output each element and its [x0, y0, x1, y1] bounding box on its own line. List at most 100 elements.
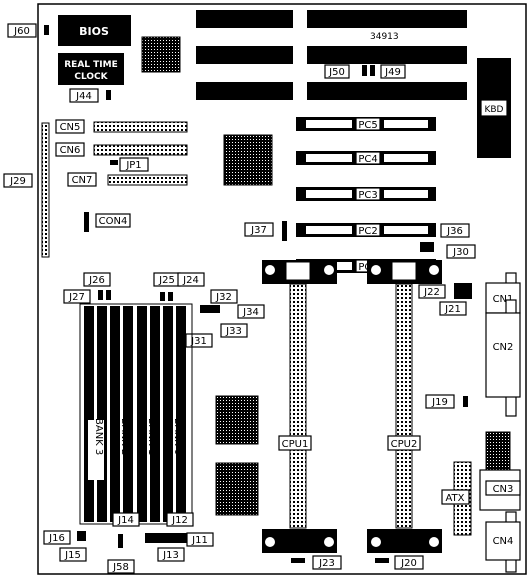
jumper-j34: J34 [200, 304, 265, 319]
svg-text:BANK 2: BANK 2 [119, 418, 130, 455]
memory-bank-1: BANK 1 [137, 306, 160, 522]
jumper-j14: J14 [112, 512, 140, 527]
pci-slot-pc2: PC2 [296, 223, 436, 237]
jumper-j30: J30 [420, 242, 476, 259]
svg-text:PC4: PC4 [358, 154, 377, 165]
isa-slot-1-right [307, 10, 467, 28]
svg-text:J30: J30 [452, 247, 469, 258]
chipset-chip-small [141, 36, 181, 73]
svg-text:BANK 3: BANK 3 [93, 418, 104, 455]
keyboard-connector: KBD [477, 58, 511, 158]
svg-text:J24: J24 [182, 275, 199, 286]
connector-cn4: CN4 [485, 511, 521, 573]
svg-text:PC5: PC5 [358, 120, 377, 131]
bios-label: BIOS [79, 25, 109, 38]
svg-text:J21: J21 [444, 304, 461, 315]
svg-text:J27: J27 [68, 292, 85, 303]
svg-text:J20: J20 [400, 558, 417, 569]
connector-cn3: CN3 [479, 469, 521, 511]
jumper-j19: J19 [425, 394, 468, 409]
connector-block-side [485, 431, 511, 471]
jumper-j33: J33 [220, 323, 248, 338]
jumper-j44: J44 [69, 88, 111, 103]
svg-text:J12: J12 [171, 515, 188, 526]
connector-con4: CON4 [84, 212, 131, 232]
isa-slots [196, 10, 467, 100]
chip-lower-2 [215, 462, 259, 516]
svg-text:CN3: CN3 [493, 484, 514, 495]
svg-text:J32: J32 [215, 292, 232, 303]
jumper-j16: J16 [43, 530, 86, 545]
svg-text:J44: J44 [75, 91, 92, 102]
jumper-j11: J11 [145, 532, 214, 547]
svg-text:CN7: CN7 [72, 175, 93, 186]
connector-jp1: JP1 [110, 157, 149, 172]
svg-text:CPU1: CPU1 [282, 439, 309, 450]
jumper-j32: J32 [210, 289, 238, 304]
svg-text:J29: J29 [9, 176, 26, 187]
svg-text:J26: J26 [88, 275, 105, 286]
svg-text:J19: J19 [431, 397, 448, 408]
svg-text:CON4: CON4 [99, 216, 128, 227]
chipset-chip-large [223, 134, 273, 186]
jumper-j24: J24 [168, 272, 205, 301]
svg-text:KBD: KBD [484, 105, 503, 115]
svg-text:J11: J11 [191, 535, 208, 546]
svg-text:CN5: CN5 [60, 122, 81, 133]
jumper-j15: J15 [59, 547, 87, 562]
jumper-j60: J60 [7, 23, 49, 38]
svg-text:CN1: CN1 [493, 294, 514, 305]
svg-text:PC2: PC2 [358, 226, 377, 237]
svg-text:J16: J16 [48, 533, 65, 544]
svg-text:J36: J36 [446, 226, 463, 237]
isa-slot-3-left [196, 82, 293, 100]
svg-text:J14: J14 [117, 515, 134, 526]
jumper-j20: J20 [375, 555, 424, 570]
svg-text:CN6: CN6 [60, 145, 81, 156]
svg-text:PC3: PC3 [358, 190, 377, 201]
connector-cn2: CN2 [485, 299, 521, 417]
jumper-j23: J23 [291, 555, 342, 570]
pci-slot-pc5: PC5 [296, 117, 436, 131]
svg-text:J31: J31 [190, 336, 207, 347]
jumper-j26: J26 [83, 272, 111, 287]
svg-text:BANK 1: BANK 1 [146, 418, 157, 455]
jumper-j13: J13 [157, 547, 185, 562]
svg-text:ATX: ATX [445, 493, 464, 504]
board-id-number: 34913 [370, 32, 399, 42]
jumper-j49: J49 [380, 64, 406, 79]
jumper-j21: J21 [439, 301, 467, 316]
connector-cn1: CN1 [485, 272, 521, 326]
jumper-j27: J27 [63, 289, 111, 304]
svg-text:J13: J13 [162, 550, 179, 561]
connector-cn7: CN7 [67, 172, 188, 187]
jumper-j37: J37 [244, 221, 287, 241]
connector-cn6: CN6 [55, 142, 188, 157]
svg-text:CN2: CN2 [493, 342, 514, 353]
svg-text:J23: J23 [318, 558, 335, 569]
jumper-j31: J31 [185, 333, 213, 348]
cpu1-slot: CPU1 [262, 260, 337, 553]
jumper-j12: J12 [166, 512, 194, 527]
svg-text:J49: J49 [384, 67, 401, 78]
svg-text:CN4: CN4 [493, 536, 514, 547]
isa-slot-1-left [196, 10, 293, 28]
chip-lower-1 [215, 395, 259, 445]
isa-slot-2-right [307, 46, 467, 64]
svg-text:J15: J15 [64, 550, 81, 561]
svg-text:J50: J50 [328, 67, 345, 78]
svg-text:J25: J25 [158, 275, 175, 286]
svg-text:CPU2: CPU2 [391, 439, 418, 450]
rtc-chip: REAL TIME CLOCK [58, 53, 124, 85]
svg-text:J34: J34 [242, 307, 259, 318]
rtc-label-line2: CLOCK [74, 72, 108, 82]
jumper-j36: J36 [440, 223, 470, 238]
svg-text:JP1: JP1 [125, 160, 141, 171]
svg-text:J60: J60 [13, 26, 30, 37]
jumper-j50: J50 [324, 64, 375, 79]
cpu2-slot: CPU2 [367, 260, 442, 553]
jumper-j58: J58 [107, 534, 135, 574]
memory-bank-2: BANK 2 [110, 306, 133, 522]
rtc-label-line1: REAL TIME [64, 60, 118, 70]
